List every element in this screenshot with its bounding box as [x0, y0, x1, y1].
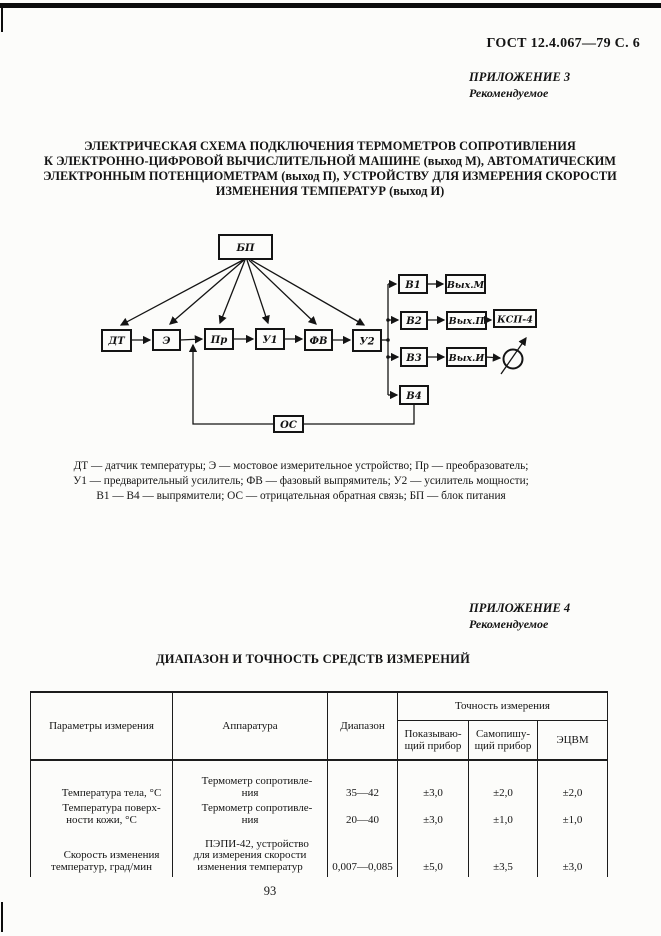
col-header-apparatus: Аппаратура	[172, 691, 328, 761]
block-preamp: У1	[255, 328, 285, 350]
block-label: Вых.П	[448, 316, 486, 327]
col-header-indicating: Показываю- щий прибор	[397, 719, 469, 761]
cell-range: 35—42	[327, 760, 398, 803]
table-row: Температура поверх- ности кожи, °С Термо…	[30, 802, 608, 830]
table-title: ДИАПАЗОН И ТОЧНОСТЬ СРЕДСТВ ИЗМЕРЕНИЙ	[155, 652, 471, 666]
cell-range: 20—40	[327, 803, 398, 830]
table-row: Температура тела, °С Термометр сопротивл…	[30, 760, 608, 803]
block-power-supply: БП	[218, 234, 273, 260]
col-header-computer: ЭЦВМ	[537, 719, 608, 761]
block-label: КСП-4	[496, 315, 533, 326]
block-rectifier-1: В1	[398, 274, 428, 294]
page-number: 93	[263, 884, 277, 898]
cell-parameter: Скорость изменения температур, град/мин	[30, 830, 173, 877]
cell-recording: ±3,5	[468, 830, 538, 877]
diagram-legend: ДТ — датчик температуры; Э — мостовое из…	[62, 459, 540, 504]
appendix4-heading: ПРИЛОЖЕНИЕ 4 Рекомендуемое	[469, 601, 570, 632]
block-power-amp: У2	[352, 329, 382, 352]
cell-apparatus: ПЭПИ-42, устройство для измерения скорос…	[172, 830, 328, 877]
meter-symbol	[500, 336, 527, 375]
block-label: Вых.М	[446, 280, 485, 291]
block-label: Э	[163, 336, 171, 347]
legend-line: У1 — предварительный усилитель; ФВ — фаз…	[73, 475, 529, 487]
col-header-recording: Самопишу- щий прибор	[468, 719, 538, 761]
appendix3-heading: ПРИЛОЖЕНИЕ 3 Рекомендуемое	[469, 70, 570, 101]
block-output-m: Вых.М	[445, 274, 486, 294]
block-label: У1	[262, 335, 277, 346]
cell-range: 0,007—0,085	[327, 830, 398, 877]
block-label: В2	[405, 316, 421, 327]
block-temp-sensor: ДТ	[101, 329, 132, 352]
scheme-title-line: ЭЛЕКТРИЧЕСКАЯ СХЕМА ПОДКЛЮЧЕНИЯ ТЕРМОМЕТ…	[84, 139, 576, 153]
block-label: В1	[404, 280, 420, 291]
appendix4-label: ПРИЛОЖЕНИЕ 4	[469, 601, 571, 615]
scheme-title-line: ЭЛЕКТРОННЫМ ПОТЕНЦИОМЕТРАМ (выход П), УС…	[43, 169, 617, 183]
block-rectifier-2: В2	[400, 311, 428, 330]
table-row: Скорость изменения температур, град/мин …	[30, 830, 608, 877]
cell-indicating: ±3,0	[397, 760, 469, 803]
scan-edge-artifact	[1, 902, 3, 932]
scheme-title-line: К ЭЛЕКТРОННО-ЦИФРОВОЙ ВЫЧИСЛИТЕЛЬНОЙ МАШ…	[44, 154, 616, 168]
cell-recording: ±1,0	[468, 803, 538, 830]
block-label: ОС	[280, 420, 297, 431]
document-header: ГОСТ 12.4.067—79 С. 6	[486, 36, 640, 51]
cell-apparatus: Термометр сопротивле- ния	[172, 802, 328, 830]
block-converter: Пр	[204, 328, 234, 350]
block-label: Вых.И	[448, 353, 486, 364]
cell-computer: ±3,0	[537, 830, 608, 877]
cell-computer: ±2,0	[537, 760, 608, 803]
scan-edge-artifact	[1, 8, 3, 32]
block-rectifier-3: В3	[400, 347, 428, 367]
cell-parameter: Температура тела, °С	[30, 760, 173, 803]
cell-indicating: ±3,0	[397, 803, 469, 830]
scheme-title: ЭЛЕКТРИЧЕСКАЯ СХЕМА ПОДКЛЮЧЕНИЯ ТЕРМОМЕТ…	[28, 139, 632, 199]
block-output-p: Вых.П	[446, 311, 487, 330]
cell-apparatus: Термометр сопротивле- ния	[172, 760, 328, 803]
appendix4-sublabel: Рекомендуемое	[469, 617, 549, 631]
block-label: У2	[359, 337, 374, 348]
legend-line: ДТ — датчик температуры; Э — мостовое из…	[73, 460, 529, 472]
cell-computer: ±1,0	[537, 803, 608, 830]
cell-indicating: ±5,0	[397, 830, 469, 877]
block-label: БП	[236, 243, 256, 254]
block-phase-rectifier: ФВ	[304, 329, 333, 351]
block-label: ФВ	[310, 336, 328, 347]
cell-recording: ±2,0	[468, 760, 538, 803]
col-header-range: Диапазон	[327, 691, 398, 761]
block-label: В4	[405, 391, 421, 402]
measurement-table: Параметры измерения Аппаратура Диапазон …	[30, 691, 608, 877]
appendix3-sublabel: Рекомендуемое	[469, 86, 549, 100]
block-diagram: БП ДТ Э Пр У1 ФВ У2 В1	[101, 234, 537, 433]
cell-parameter: Температура поверх- ности кожи, °С	[30, 802, 173, 830]
legend-line: В1 — В4 — выпрямители; ОС — отрицательна…	[96, 490, 506, 502]
appendix3-label: ПРИЛОЖЕНИЕ 3	[469, 70, 571, 84]
block-bridge: Э	[152, 329, 181, 351]
block-ksp4: КСП-4	[493, 309, 537, 328]
block-label: Пр	[210, 335, 227, 346]
scheme-title-line: ИЗМЕНЕНИЯ ТЕМПЕРАТУР (выход И)	[215, 184, 445, 198]
block-feedback: ОС	[273, 415, 304, 433]
block-output-i: Вых.И	[446, 347, 487, 367]
col-header-accuracy-group: Точность измерения	[397, 691, 608, 721]
block-rectifier-4: В4	[399, 385, 429, 405]
scan-edge-artifact	[0, 3, 661, 8]
block-label: В3	[405, 353, 421, 364]
diagram-connections	[119, 259, 502, 425]
col-header-parameters: Параметры измерения	[30, 691, 173, 761]
block-label: ДТ	[107, 336, 126, 347]
